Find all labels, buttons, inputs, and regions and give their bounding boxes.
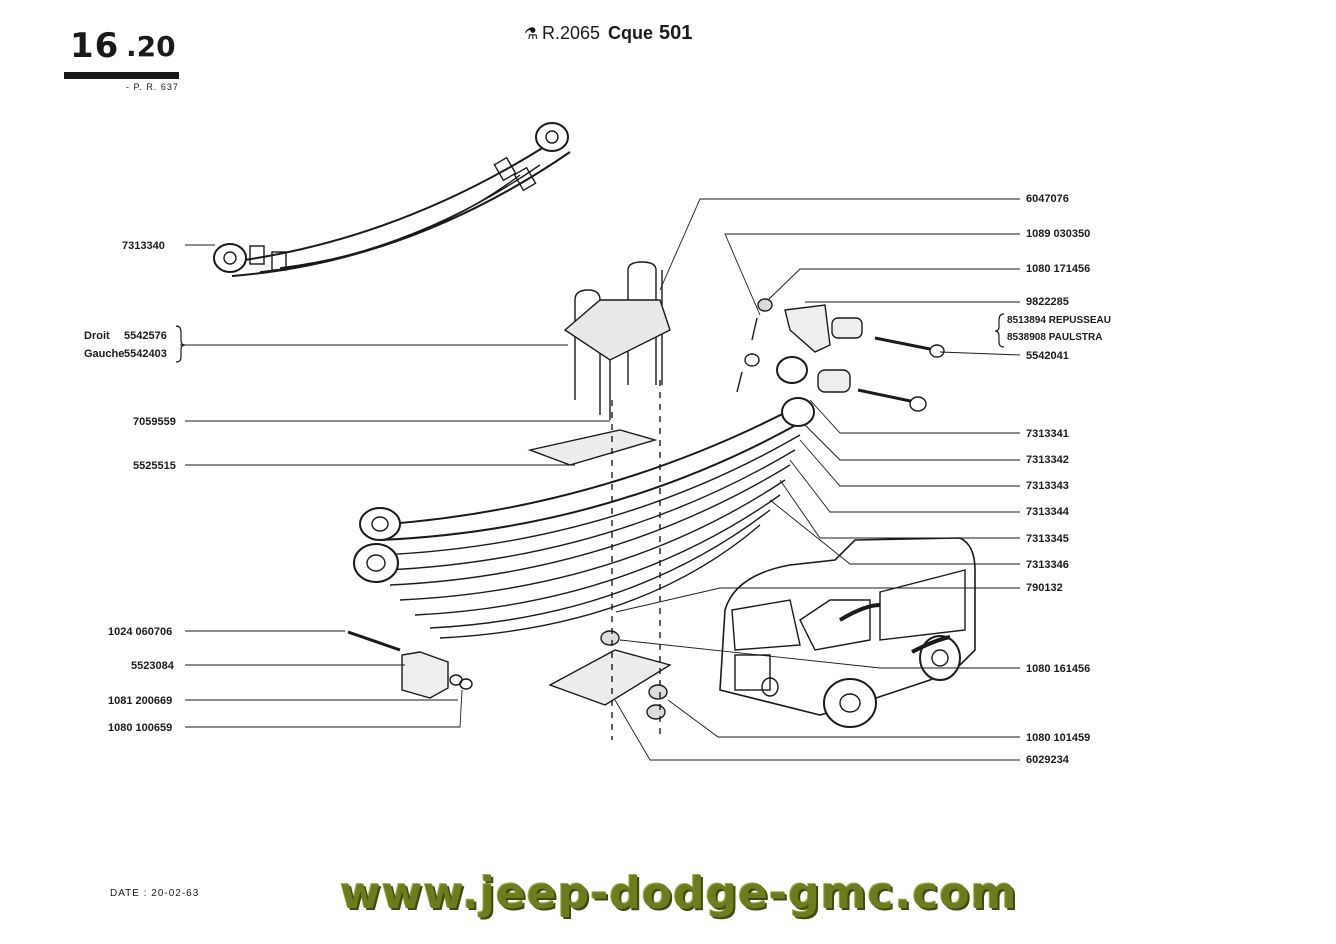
part-label-1081-200669: 1081 200669 <box>108 695 173 707</box>
document-date: DATE : 20-02-63 <box>110 888 200 899</box>
model-number: 501 <box>659 22 693 44</box>
part-label-5542403: 5542403 <box>124 348 167 360</box>
u-bolt-drawing <box>563 261 671 420</box>
part-label-7313344: 7313344 <box>1026 506 1069 518</box>
exploded-leaves-drawing <box>353 356 815 639</box>
part-label-5542576: 5542576 <box>124 330 167 342</box>
part-label-1080-100659: 1080 100659 <box>108 722 173 734</box>
part-label-droit-prefix: Droit <box>84 330 110 342</box>
model-ref: R.2065 <box>542 23 601 43</box>
part-label-7313340: 7313340 <box>122 240 165 252</box>
leaf-spring-assembly-drawing <box>213 122 571 277</box>
part-label-1024-060706: 1024 060706 <box>108 626 173 638</box>
shackle-drawing <box>736 298 945 412</box>
website-watermark: www.jeep-dodge-gmc.com <box>340 868 1018 919</box>
subsection-number: .20 <box>126 30 176 63</box>
part-label-9822285: 9822285 <box>1026 296 1069 308</box>
spring-clip-drawing <box>347 630 473 699</box>
part-label-6047076: 6047076 <box>1026 193 1069 205</box>
part-label-5525515: 5525515 <box>133 460 176 472</box>
van-illustration <box>719 537 976 728</box>
part-label-790132: 790132 <box>1026 582 1063 594</box>
part-label-5523084: 5523084 <box>131 660 174 672</box>
renault-logo-icon: ⚗ <box>523 26 539 43</box>
part-label-7313342: 7313342 <box>1026 454 1069 466</box>
part-label-7313341: 7313341 <box>1026 428 1069 440</box>
part-label-7313343: 7313343 <box>1026 480 1069 492</box>
part-label-1089-030350: 1089 030350 <box>1026 228 1091 240</box>
part-label-6029234: 6029234 <box>1026 754 1069 766</box>
part-label-7313345: 7313345 <box>1026 533 1069 545</box>
part-label-7059559: 7059559 <box>133 416 176 428</box>
model-name: Cque <box>608 23 654 43</box>
part-label-8538908-paulstra: 8538908 PAULSTRA <box>1007 332 1103 343</box>
lower-plate-drawing <box>548 630 672 720</box>
part-label-1080-161456: 1080 161456 <box>1026 663 1091 675</box>
header-rule <box>64 72 179 79</box>
part-label-8513894-repusseau: 8513894 REPUSSEAU <box>1007 315 1111 326</box>
part-label-1080-171456: 1080 171456 <box>1026 263 1091 275</box>
leader-lines <box>180 198 1021 761</box>
part-label-5542041: 5542041 <box>1026 350 1069 362</box>
section-number: 16 <box>70 26 120 66</box>
pr-reference: - P. R. 637 <box>126 82 179 92</box>
part-label-1080-101459: 1080 101459 <box>1026 732 1091 744</box>
label-braces <box>175 313 1005 363</box>
part-label-7313346: 7313346 <box>1026 559 1069 571</box>
spring-plate-drawing <box>527 429 658 466</box>
part-label-gauche-prefix: Gauche <box>84 348 125 360</box>
